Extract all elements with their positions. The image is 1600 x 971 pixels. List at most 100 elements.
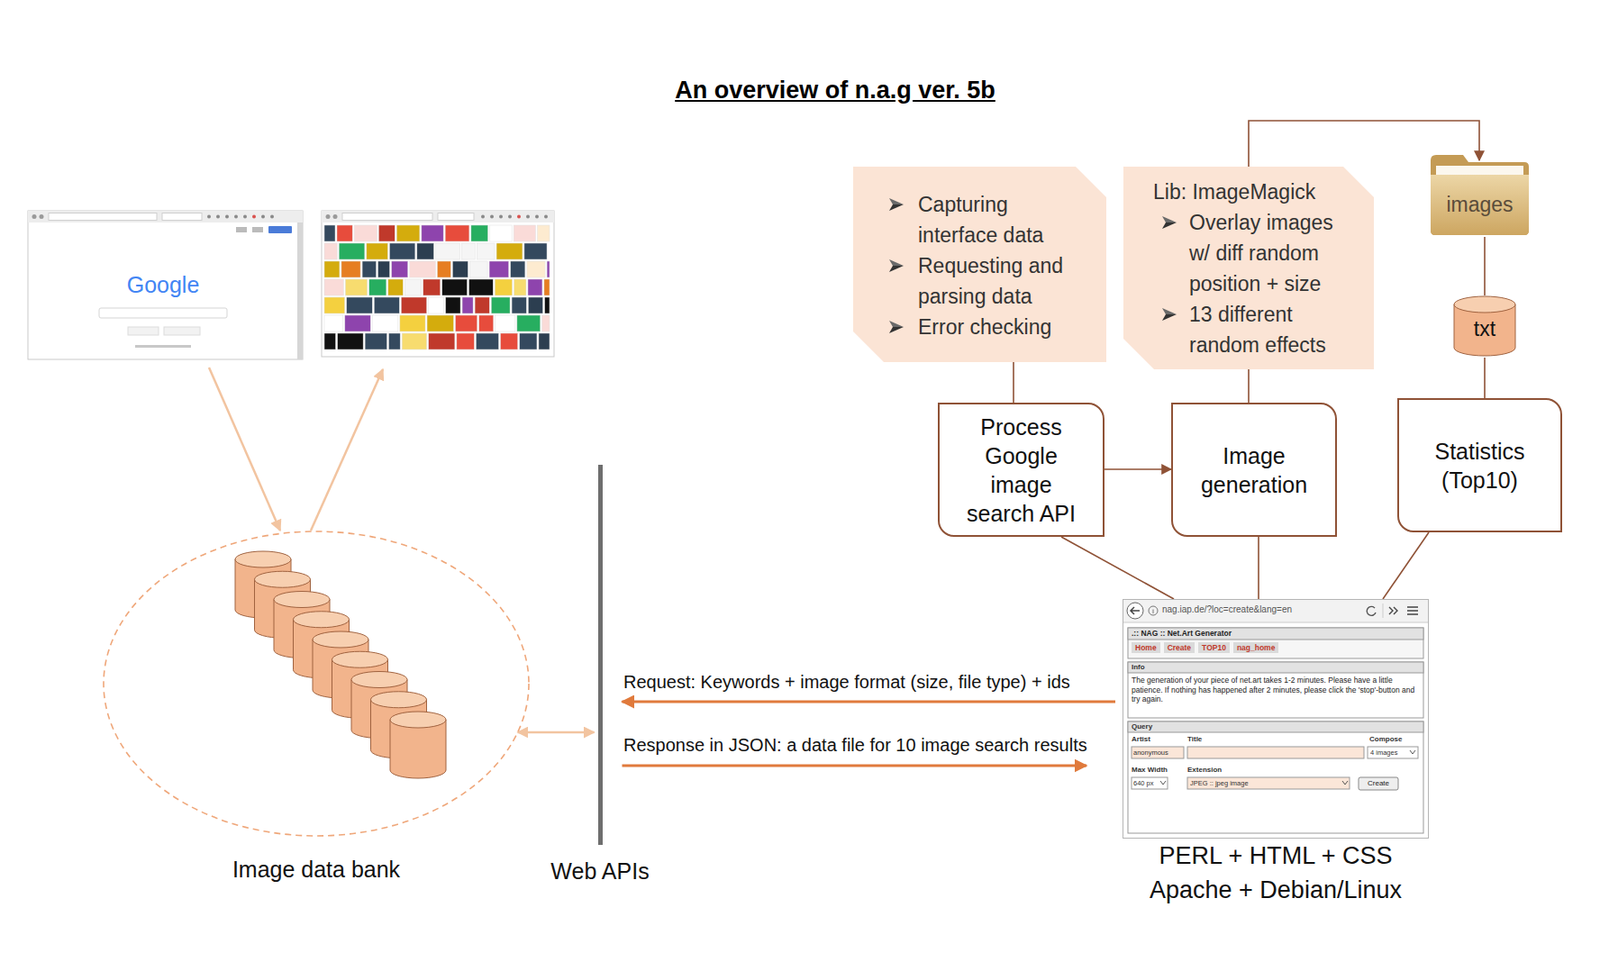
image-tile — [436, 261, 451, 278]
image-tile — [510, 261, 526, 278]
image-tile — [324, 225, 336, 242]
web-page-mockup-shape — [1122, 599, 1429, 623]
google-screenshot-shape — [236, 227, 247, 233]
note-text: Error checking — [918, 311, 1073, 343]
image-search-screenshot-shape — [437, 213, 474, 221]
image-tile — [489, 261, 510, 278]
google-screenshot-shape — [297, 222, 303, 360]
image-tile — [511, 297, 527, 314]
image-tile — [324, 315, 344, 332]
web-page-mockup-shape — [1127, 721, 1424, 733]
web-page-mockup-shape — [1127, 627, 1424, 640]
web-page-mockup-shape — [1366, 606, 1376, 616]
bullet-arrow — [887, 318, 906, 337]
image-tile — [338, 243, 365, 260]
bullet-arrow-lower — [1162, 222, 1177, 229]
web-page-mockup-shape — [1187, 777, 1350, 790]
field-value: 4 images — [1370, 748, 1398, 757]
menu-button: nag_home — [1233, 642, 1280, 654]
connector-arrow — [1483, 236, 1486, 296]
edge-label: Request: Keywords + image format (size, … — [621, 671, 1073, 693]
image-tile — [341, 261, 361, 278]
connector-arrow — [1382, 532, 1429, 600]
image-tile — [519, 333, 537, 350]
image-tile — [527, 297, 543, 314]
google-screenshot-shape-shape — [207, 215, 211, 219]
process-label: Statistics (Top10) — [1412, 436, 1548, 495]
folder-icon: images — [1428, 153, 1531, 237]
image-tile — [428, 297, 445, 314]
folder-label: images — [1428, 190, 1531, 219]
image-tile — [542, 315, 550, 332]
bullet-row: Overlay images w/ diff random position +… — [1160, 207, 1367, 300]
google-screenshot-shape — [39, 214, 45, 219]
web-page-mockup-shape — [1130, 607, 1140, 615]
database-group: Image data bank — [101, 529, 531, 883]
image-tile — [423, 279, 441, 296]
database-outline — [101, 529, 531, 838]
bullet-row: Lib: ImageMagick — [1153, 176, 1367, 208]
image-tile — [496, 243, 523, 260]
bullet-row: Error checking — [887, 311, 1100, 343]
google-screenshot-shape — [162, 213, 202, 221]
image-tile — [436, 243, 461, 260]
bullet-arrow-upper — [1162, 216, 1177, 223]
google-screenshot-shape — [268, 226, 292, 234]
bullet-arrow-lower — [889, 204, 904, 211]
menu-button: Create — [1163, 642, 1195, 654]
api-boundary-line — [598, 464, 603, 846]
image-tile — [372, 315, 399, 332]
image-tile — [346, 297, 373, 314]
image-search-screenshot-shape-shape — [517, 215, 521, 219]
image-tile — [452, 261, 468, 278]
image-tile — [391, 261, 409, 278]
page-heading: .:: NAG :: Net.Art Generator — [1131, 628, 1232, 638]
image-tile — [354, 225, 377, 242]
menu-button: TOP10 — [1198, 642, 1230, 654]
web-page-mockup-shape — [1127, 662, 1424, 719]
stack-caption: PERL + HTML + CSS Apache + Debian/Linux — [1140, 838, 1411, 908]
image-tile — [409, 261, 437, 278]
web-page-mockup-shape — [1122, 599, 1429, 839]
image-tile — [500, 333, 519, 350]
google-screenshot-shape — [207, 215, 274, 219]
dashed-outline — [103, 531, 529, 837]
web-page-mockup-shape — [1131, 777, 1168, 790]
web-page-mockup-shape — [1127, 662, 1424, 673]
database-cylinder-top — [312, 631, 369, 648]
image-search-screenshot-shape — [333, 214, 338, 219]
flow-arrow — [209, 367, 383, 531]
google-screenshot-shape — [27, 210, 303, 223]
boundary-label: Web APIs — [536, 857, 664, 885]
image-tile — [404, 279, 421, 296]
image-tile — [378, 225, 395, 242]
process-label: Image generation — [1186, 441, 1322, 500]
url-text: nag.iap.de/?loc=create&lang=en — [1162, 604, 1292, 616]
image-tile — [345, 279, 367, 296]
image-tile — [517, 315, 541, 332]
web-page-mockup-shape — [1160, 781, 1166, 785]
image-search-screenshot-shape — [321, 210, 555, 357]
web-page-mockup-shape — [1131, 746, 1184, 759]
image-tile — [546, 261, 550, 278]
image-tile — [336, 225, 353, 242]
image-search-screenshot — [321, 210, 555, 357]
image-tile — [324, 261, 340, 278]
image-search-screenshot-shape-shape — [481, 215, 485, 219]
image-tile — [362, 261, 376, 278]
connector-arrow — [1257, 536, 1260, 600]
flow-arrow-shape — [310, 369, 383, 531]
image-tile — [373, 297, 400, 314]
image-tile — [324, 243, 337, 260]
field-label: Extension — [1187, 765, 1222, 775]
image-tile — [536, 225, 550, 242]
image-tile — [456, 333, 475, 350]
web-page-mockup-shape — [1407, 607, 1419, 615]
web-page-mockup-shape — [1127, 627, 1424, 659]
image-search-screenshot-shape — [481, 215, 548, 219]
bullet-arrow-lower — [889, 327, 904, 334]
google-screenshot-shape-shape — [261, 215, 265, 219]
web-page-mockup-shape — [1187, 746, 1364, 759]
image-tile — [544, 279, 550, 296]
